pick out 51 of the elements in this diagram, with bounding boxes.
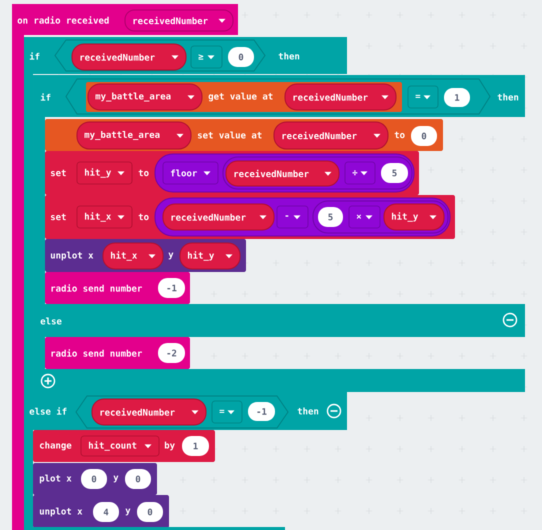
dropdown-field: hit_count bbox=[80, 436, 160, 456]
number-field: 0 bbox=[137, 502, 163, 522]
number-field: 0 bbox=[125, 469, 151, 489]
variable-pill: receivedNumber bbox=[226, 160, 340, 186]
variable-pill: receivedNumber bbox=[92, 398, 206, 426]
number-field: 0 bbox=[228, 47, 254, 67]
variable-pill: my_battle_area bbox=[76, 122, 192, 150]
node-label: unplot x bbox=[40, 508, 82, 516]
dropdown-field: ÷ bbox=[344, 162, 376, 184]
node-label: to bbox=[138, 214, 149, 220]
variable-pill: receivedNumber bbox=[72, 44, 186, 70]
node-label: y bbox=[113, 476, 118, 482]
number-field: 0 bbox=[81, 469, 107, 489]
number-field: 4 bbox=[93, 502, 119, 522]
dropdown-field: - bbox=[276, 206, 308, 228]
variable-pill: receivedNumber bbox=[124, 10, 234, 32]
node-label: then bbox=[278, 52, 300, 60]
node-label: to bbox=[138, 170, 149, 176]
variable-pill: receivedNumber bbox=[274, 122, 388, 150]
node-label: then bbox=[298, 408, 318, 414]
number-field: -1 bbox=[158, 278, 185, 298]
number-field: -2 bbox=[158, 343, 185, 363]
variable-pill: receivedNumber bbox=[284, 84, 396, 110]
dropdown-field: = bbox=[212, 400, 242, 424]
number-field: 5 bbox=[318, 207, 343, 227]
dropdown-field: hit_x bbox=[76, 206, 132, 228]
block bbox=[33, 527, 285, 530]
variable-pill: my_battle_area bbox=[88, 84, 202, 110]
node-label: else if bbox=[30, 407, 66, 415]
node-label: y bbox=[125, 508, 130, 516]
dropdown-field: × bbox=[348, 206, 380, 228]
dropdown-field: floor bbox=[162, 162, 218, 184]
dropdown-field: = bbox=[408, 86, 438, 108]
node-label: then bbox=[498, 94, 518, 100]
number-field: -1 bbox=[248, 402, 275, 421]
number-field: 0 bbox=[411, 126, 437, 146]
node-label: else bbox=[40, 318, 62, 324]
number-field: 1 bbox=[444, 88, 470, 107]
variable-pill: hit_x bbox=[102, 242, 164, 270]
node-label: plot x bbox=[40, 474, 72, 484]
node-label: set bbox=[50, 170, 66, 176]
number-field: 5 bbox=[381, 163, 408, 183]
variable-pill: hit_y bbox=[384, 204, 444, 230]
variable-pill: receivedNumber bbox=[162, 204, 274, 230]
node-label: if bbox=[40, 93, 50, 101]
node-label: if bbox=[30, 52, 40, 60]
dropdown-field: hit_y bbox=[76, 162, 132, 184]
variable-pill: hit_y bbox=[180, 242, 240, 270]
number-field: 1 bbox=[182, 436, 209, 456]
dropdown-field: ≥ bbox=[190, 46, 222, 68]
node-label: set bbox=[50, 214, 66, 220]
